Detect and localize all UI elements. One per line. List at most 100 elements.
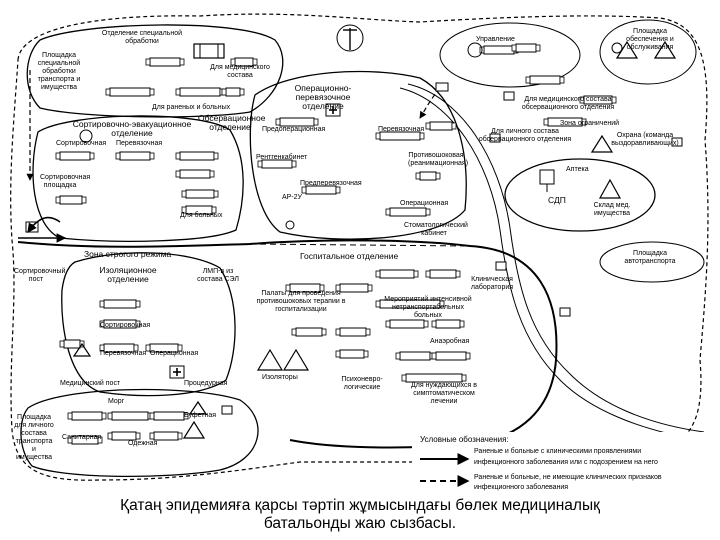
tent-end-icon [459,320,465,328]
tent-end-icon [213,152,219,160]
round-tent-icon [79,42,623,230]
tent-end-icon [55,152,61,160]
tent-icon [109,87,151,97]
management-zone [439,22,581,88]
tent-end-icon [183,412,189,420]
tent-end-icon [367,284,373,292]
tent-end-icon [81,196,87,204]
tent-end-icon [581,118,587,126]
tent-end-icon [252,58,258,66]
tent-end-icon [579,96,585,104]
sdp-icon [539,169,555,192]
tent-icon [379,269,415,279]
tent-icon [389,319,425,329]
tent-end-icon [149,432,155,440]
tent-end-icon [385,320,391,328]
tent-icon [179,169,211,179]
operating-iso-label: Операционная [150,350,199,357]
sorting-post-label: Сортировочный пост [14,268,66,283]
special-treatment-label: Отделение специальной обработки [101,30,183,45]
tent-icon [111,411,149,421]
ward-observation-label: Для медицинского состава обсервационного… [521,96,615,111]
tent-end-icon [177,344,183,352]
tent-end-icon [175,152,181,160]
sorting-inner-label: Сортировочная [56,140,107,147]
caption-line-1: Қатаң эпидемияға қарсы тәртіп жұмысындағ… [120,497,600,514]
observation-label: Обсервационное отделение [198,113,266,132]
legend-infected-line1: Раненые и больные с клиническими проявле… [474,448,642,455]
tent-end-icon [211,206,217,214]
tent-end-icon [425,270,431,278]
tent-end-icon [425,122,431,130]
tent-end-icon [105,88,111,96]
supply-platform-label: Площадка обеспечения и обслуживания [626,28,674,51]
red-cross-icon [25,103,341,379]
clinical-lab-label: Клиническая лаборатория [470,276,514,291]
tent-end-icon [375,132,381,140]
tent-end-icon [101,412,107,420]
tent-icons [55,43,617,445]
tent-end-icon [465,352,471,360]
tent-end-icon [67,436,73,444]
tent-end-icon [89,152,95,160]
sanitary-label: Санитарная [62,434,102,441]
lmp-label: ЛМП-в из состава СЭЛ [197,268,239,283]
dressing-label: Перевязочная [378,126,425,133]
med-warehouse-label: Склад мед. имущества [593,202,631,217]
tent-end-icon [107,432,113,440]
tent-icon [111,431,137,441]
tent-end-icon [363,350,369,358]
tent-end-icon [419,132,425,140]
tent-end-icon [230,58,236,66]
buffet-label: Буфетная [184,412,217,419]
evac-platform-label: Площадка для личного состава транспорта … [14,414,54,461]
isolation-zone [61,252,236,397]
tent-end-icon [335,328,341,336]
tent-end-icon [135,432,141,440]
hospital-label: Госпитальное отделение [300,251,399,261]
tent-icon [419,171,437,181]
tent-end-icon [413,270,419,278]
tent-icon [435,319,461,329]
tent-end-icon [55,196,61,204]
tent-end-icon [291,328,297,336]
tent-end-icon [149,152,155,160]
strict-regime-label: Зона строгого режима [84,249,172,259]
sorting-evac-zone [32,115,244,242]
special-platform-label: Площадка специальной обработки транспорт… [37,52,81,91]
tent-end-icon [301,186,307,194]
management-label: Управление [476,36,515,43]
tent-icon [103,299,137,309]
tent-end-icon [335,186,341,194]
tent-icon [153,411,185,421]
tent-end-icon [99,300,105,308]
tent-end-icon [221,88,227,96]
guard-label: Охрана (команда выздоравливающих) [611,132,679,147]
tent-end-icon [461,374,467,382]
tent-end-icon [177,432,183,440]
odezhnaya-label: Одежная [128,440,158,447]
preoperative-label: Предоперационная [262,126,326,133]
legend-infected-line2: инфекционного заболевания или с подозрен… [474,459,658,466]
tent-end-icon [319,284,325,292]
tent-icon [119,151,151,161]
autotransport-zone [599,241,705,283]
flow-arrow [27,216,61,233]
tent-end-icon [395,352,401,360]
for-needy-label: Для нуждающихся в симптоматическом лечен… [411,382,477,405]
for-wounded-label: Для раненых и больных [152,104,231,111]
tent-end-icon [439,300,445,308]
tent-icon [59,195,83,205]
tent-end-icon [99,344,105,352]
tent-end-icon [425,208,431,216]
tent-icon [149,57,181,67]
supply-zone [599,19,697,85]
tent-end-icon [135,300,141,308]
tent-end-icon [59,340,65,348]
for-patients-label: Для больных [180,212,223,219]
for-medical-staff-label: Для медицинского состава [210,64,270,79]
pharmacy-zone [504,158,656,232]
tent-end-icon [67,412,73,420]
tent-end-icon [213,190,219,198]
tent-end-icon [257,160,263,168]
